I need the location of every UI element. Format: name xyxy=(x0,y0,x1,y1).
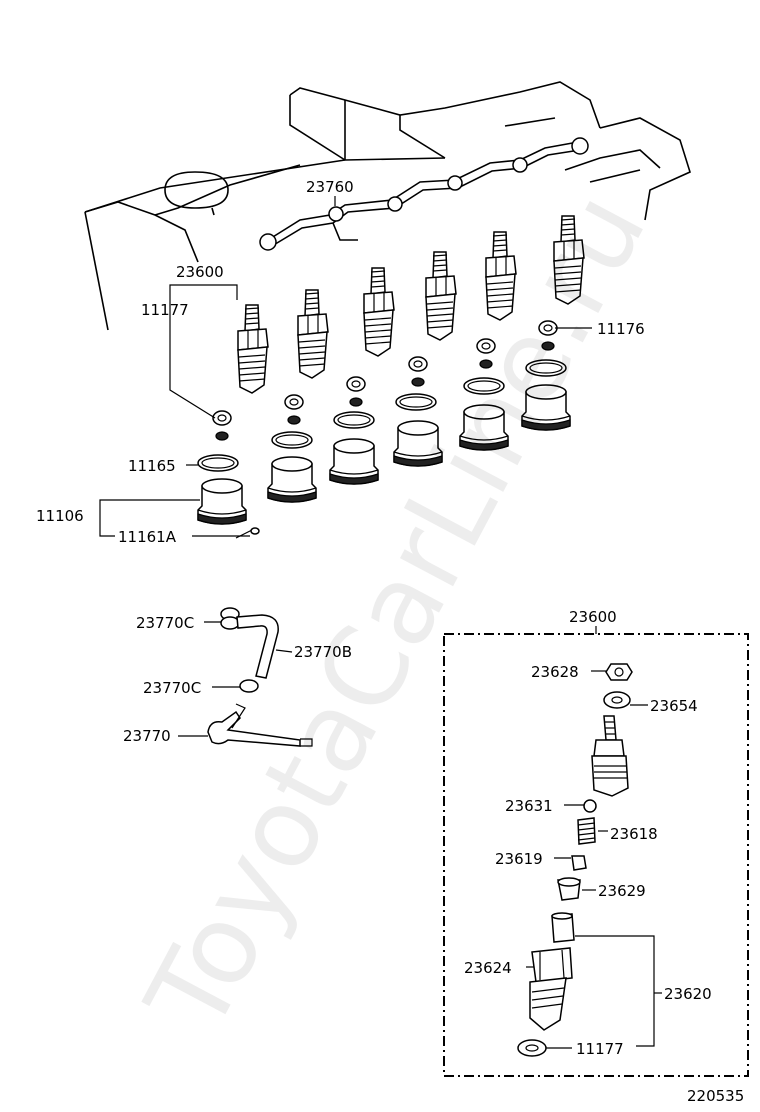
part-label-23770c-bottom: 23770C xyxy=(143,679,202,697)
leakage-hose-group xyxy=(178,607,313,747)
part-label-23770: 23770 xyxy=(123,727,171,745)
seat-set-2 xyxy=(267,394,317,503)
part-label-23619: 23619 xyxy=(495,850,543,868)
seat-set-3 xyxy=(329,376,379,485)
part-label-23760: 23760 xyxy=(306,178,354,196)
seat-set-4 xyxy=(393,356,443,467)
part-label-23624: 23624 xyxy=(464,959,512,977)
part-label-23628: 23628 xyxy=(531,663,579,681)
seat-set-1 xyxy=(197,410,247,525)
injector-6 xyxy=(553,215,585,305)
seat-set-5 xyxy=(459,338,509,451)
injector-assembly-box xyxy=(443,626,749,1077)
injector-exploded-view xyxy=(517,663,662,1057)
injector-3 xyxy=(363,267,395,357)
part-label-23770c-top: 23770C xyxy=(136,614,195,632)
part-label-11176: 11176 xyxy=(597,320,645,338)
part-label-11161a: 11161A xyxy=(118,528,176,546)
part-label-23629: 23629 xyxy=(598,882,646,900)
part-label-11177-top: 11177 xyxy=(141,301,189,319)
part-label-11165: 11165 xyxy=(128,457,176,475)
diagram-id: 220535 xyxy=(687,1087,745,1105)
part-label-23654: 23654 xyxy=(650,697,698,715)
part-label-23770b: 23770B xyxy=(294,643,353,661)
injector-5 xyxy=(485,231,517,321)
seat-set-6 xyxy=(521,320,571,431)
injector-2 xyxy=(297,289,329,379)
part-label-11106: 11106 xyxy=(36,507,84,525)
part-label-23600-box: 23600 xyxy=(569,608,617,626)
injector-4 xyxy=(425,251,457,341)
leader-lines-top xyxy=(99,196,592,537)
injector-1 xyxy=(237,304,269,394)
injector-row xyxy=(237,215,585,394)
injection-pipe-23760 xyxy=(259,137,589,251)
part-label-23631: 23631 xyxy=(505,797,553,815)
part-label-23600-top: 23600 xyxy=(176,263,224,281)
part-label-23618: 23618 xyxy=(610,825,658,843)
engine-head-outline xyxy=(84,81,691,331)
seal-pin-11161a xyxy=(235,527,260,539)
seat-row xyxy=(197,320,571,525)
part-label-11177-box: 11177 xyxy=(576,1040,624,1058)
part-label-23620: 23620 xyxy=(664,985,712,1003)
